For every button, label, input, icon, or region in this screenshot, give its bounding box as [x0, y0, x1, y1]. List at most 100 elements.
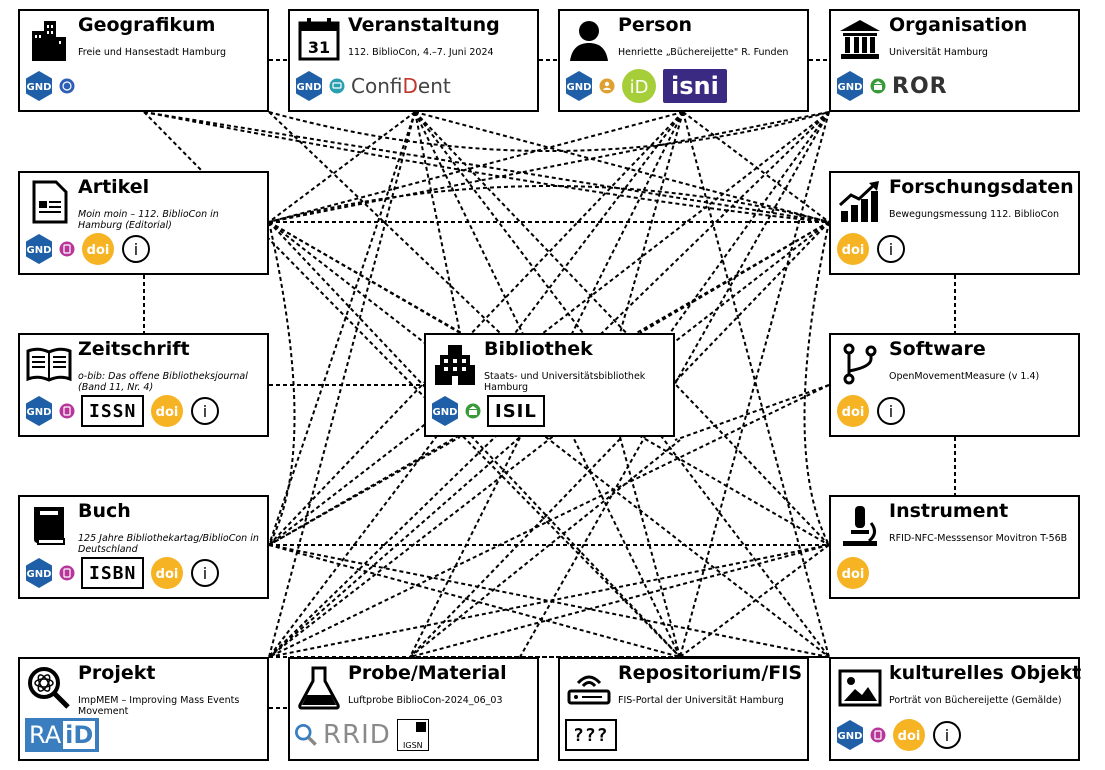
doi-icon[interactable]: doi — [892, 718, 926, 752]
orcid-icon[interactable]: iD — [621, 68, 657, 104]
connection-line — [409, 439, 681, 658]
unknown-identifier-badge[interactable]: ??? — [565, 719, 617, 751]
node-subtitle: RFID-NFC-Messsensor Movitron T-56B — [889, 533, 1068, 544]
svg-text:GND: GND — [567, 82, 592, 93]
info-icon[interactable]: i — [190, 558, 220, 588]
confident-logo[interactable]: ConfiDent — [351, 74, 451, 98]
connection-curve — [268, 111, 830, 152]
node-subtitle: ImpMEM – Improving Mass Events Movement — [78, 695, 240, 717]
calendar-day: 31 — [308, 38, 330, 57]
node-probe-material[interactable]: Probe/Material Luftprobe BiblioCon-2024_… — [288, 657, 539, 761]
info-icon[interactable]: i — [932, 720, 962, 750]
connection-line — [143, 111, 830, 223]
info-icon[interactable]: i — [876, 234, 906, 264]
connection-line — [268, 111, 684, 546]
node-title: Software — [889, 338, 986, 360]
connection-line — [682, 111, 830, 223]
node-subtitle: 112. BiblioCon, 4.–7. Juni 2024 — [348, 47, 494, 58]
node-subtitle: Freie und Hansestadt Hamburg — [78, 47, 227, 58]
doi-icon[interactable]: doi — [81, 232, 115, 266]
node-person[interactable]: Person Henriette „Büchereijette" R. Fund… — [558, 9, 809, 112]
gnd-badge-icon[interactable]: GND — [431, 395, 459, 427]
doi-icon[interactable]: doi — [836, 394, 870, 428]
chat-type-icon — [329, 78, 345, 94]
gnd-badge-icon[interactable]: GND — [565, 70, 593, 102]
connection-line — [268, 111, 416, 223]
gnd-badge-icon[interactable]: GND — [25, 233, 53, 265]
node-title: Buch — [78, 500, 131, 522]
gnd-badge-icon[interactable]: GND — [25, 70, 53, 102]
connection-line — [268, 221, 681, 658]
svg-text:i: i — [134, 240, 138, 259]
doi-icon[interactable]: doi — [836, 232, 870, 266]
node-title: Bibliothek — [484, 338, 593, 360]
node-instrument[interactable]: Instrument RFID-NFC-Messsensor Movitron … — [829, 495, 1080, 599]
svg-text:doi: doi — [156, 567, 179, 582]
node-organisation[interactable]: Organisation Universität Hamburg GND ROR — [829, 9, 1080, 112]
node-title: Probe/Material — [348, 662, 507, 684]
isni-logo[interactable]: isni — [663, 69, 727, 103]
isbn-badge[interactable]: ISBN — [81, 557, 145, 589]
node-repositorium-fis[interactable]: Repositorium/FIS FIS-Portal der Universi… — [558, 657, 809, 761]
open-book-icon — [26, 347, 72, 382]
svg-text:doi: doi — [842, 567, 865, 582]
connection-curve — [268, 221, 296, 546]
node-kulturelles-objekt[interactable]: kulturelles Objekt Porträt von Büchereij… — [829, 657, 1081, 761]
work-type-icon — [870, 727, 886, 743]
igsn-logo[interactable]: IGSN — [396, 719, 429, 751]
node-subtitle: Staats- und Universitätsbibliothek Hambu… — [484, 371, 646, 393]
node-bibliothek[interactable]: Bibliothek Staats- und Universitätsbibli… — [424, 333, 675, 437]
node-software[interactable]: Software OpenMovementMeasure (v 1.4) doi… — [829, 333, 1080, 437]
globe-type-icon — [59, 78, 75, 94]
doi-icon[interactable]: doi — [150, 556, 184, 590]
node-buch[interactable]: Buch 125 Jahre Bibliothekartag/BiblioCon… — [18, 495, 269, 599]
connection-line — [268, 436, 461, 546]
node-title: Organisation — [889, 14, 1028, 36]
node-title: Artikel — [78, 176, 150, 198]
city-buildings-icon — [32, 21, 66, 61]
node-projekt[interactable]: Projekt ImpMEM – Improving Mass Events M… — [18, 657, 269, 761]
flask-icon — [298, 666, 340, 710]
connection-line — [674, 384, 830, 441]
gnd-badge-icon[interactable]: GND — [836, 70, 864, 102]
doi-icon[interactable]: doi — [836, 556, 870, 590]
gnd-badge-icon[interactable]: GND — [295, 70, 323, 102]
issn-badge[interactable]: ISSN — [81, 395, 145, 427]
info-icon[interactable]: i — [190, 396, 220, 426]
connection-line — [669, 111, 830, 334]
node-title: Repositorium/FIS — [618, 662, 803, 684]
node-subtitle: Moin moin – 112. BiblioCon in Hamburg (E… — [78, 209, 219, 231]
gnd-badge-icon[interactable]: GND — [836, 719, 864, 751]
library-building-icon — [435, 345, 475, 385]
info-icon[interactable]: i — [876, 396, 906, 426]
node-subtitle: o-bib: Das offene Bibliotheksjournal (Ba… — [78, 371, 248, 393]
calendar-icon: 31 — [298, 18, 340, 61]
node-subtitle: Porträt von Büchereijette (Gemälde) — [889, 695, 1062, 706]
gnd-badge-icon[interactable]: GND — [25, 557, 53, 589]
node-title: Person — [618, 14, 693, 36]
node-title: Projekt — [78, 662, 156, 684]
connection-line — [268, 111, 501, 334]
picture-frame-icon — [838, 669, 882, 707]
node-artikel[interactable]: Artikel Moin moin – 112. BiblioCon in Ha… — [18, 171, 269, 275]
node-zeitschrift[interactable]: Zeitschrift o-bib: Das offene Bibliothek… — [18, 333, 269, 437]
node-forschungsdaten[interactable]: Forschungsdaten Bewegungsmessung 112. Bi… — [829, 171, 1080, 275]
ror-logo[interactable]: ROR — [892, 73, 948, 99]
gnd-badge-icon[interactable]: GND — [25, 395, 53, 427]
work-type-icon — [59, 241, 75, 257]
svg-text:doi: doi — [87, 243, 110, 258]
connection-line — [409, 221, 830, 658]
node-geografikum[interactable]: Geografikum Freie und Hansestadt Hamburg… — [18, 9, 269, 112]
rrid-logo[interactable]: RRID — [323, 720, 391, 750]
doi-icon[interactable]: doi — [150, 394, 184, 428]
connection-line — [268, 111, 416, 546]
svg-text:doi: doi — [156, 405, 179, 420]
svg-text:i: i — [203, 564, 207, 583]
institution-type-icon — [465, 403, 481, 419]
info-icon[interactable]: i — [121, 234, 151, 264]
magnifier-icon — [295, 724, 317, 746]
node-title: Zeitschrift — [78, 338, 190, 360]
node-veranstaltung[interactable]: 31 Veranstaltung 112. BiblioCon, 4.–7. J… — [288, 9, 539, 112]
isil-badge[interactable]: ISIL — [487, 395, 545, 427]
